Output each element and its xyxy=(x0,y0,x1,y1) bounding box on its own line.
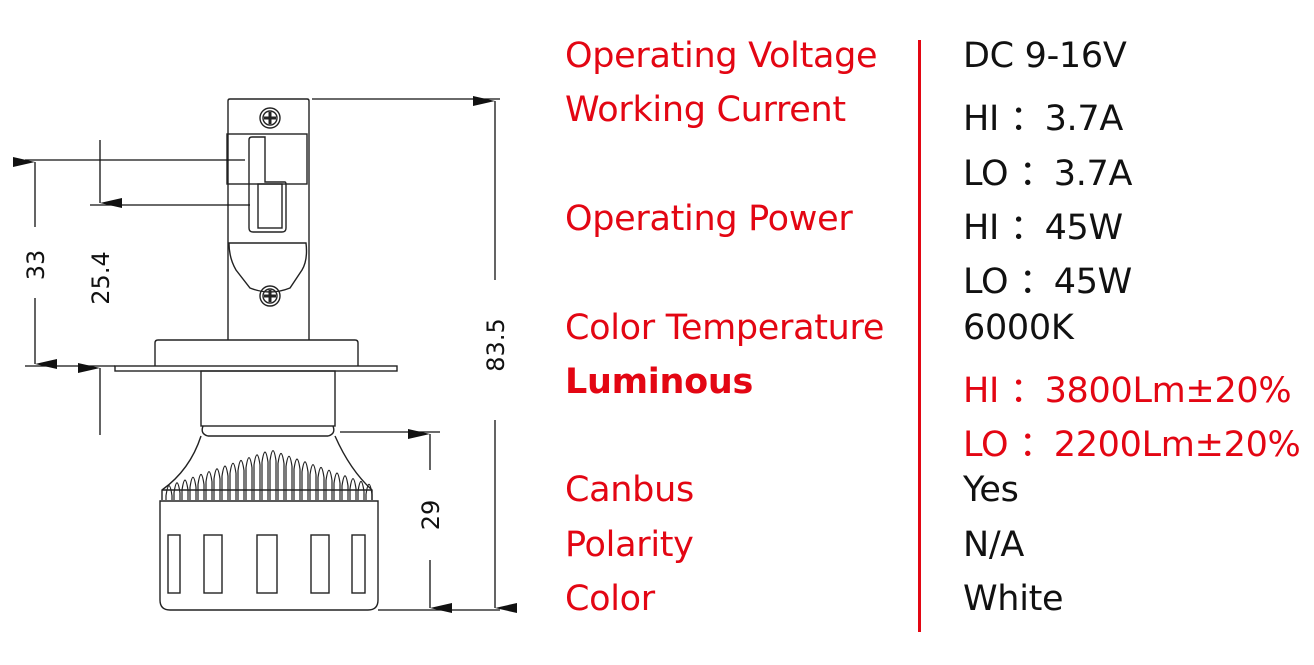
spec-row: Color Temperature 6000K xyxy=(0,308,1314,362)
heatsink-fin xyxy=(253,454,261,500)
dimension-29: 29 xyxy=(417,500,445,531)
dimension-33: 33 xyxy=(22,250,50,281)
heatsink-fin xyxy=(205,471,213,500)
heatsink-fin xyxy=(237,459,245,500)
spec-value: N/A xyxy=(963,524,1025,565)
spec-row: LO ：2200Lm±20% xyxy=(0,416,1314,470)
spec-row: Operating Voltage DC 9-16V xyxy=(0,36,1314,90)
spec-label: Color Temperature xyxy=(565,307,885,348)
column-divider xyxy=(918,40,921,632)
screw-icon xyxy=(259,107,281,129)
heatsink-fin xyxy=(165,485,173,500)
heatsink-fin xyxy=(301,461,309,500)
heatsink-fin xyxy=(325,469,333,500)
spec-value: DC 9-16V xyxy=(963,36,1127,76)
spec-row: LO ：3.7A xyxy=(0,145,1314,199)
heatsink-fin xyxy=(173,482,181,500)
spec-label: Luminous xyxy=(565,361,753,402)
spec-row: Polarity N/A xyxy=(0,525,1314,579)
bulb-technical-drawing: 33 25.4 83.5 29 xyxy=(13,96,517,613)
heatsink-fin xyxy=(333,472,341,500)
spec-label: Color xyxy=(565,579,655,619)
heatsink-fin xyxy=(269,450,277,500)
spec-row: Canbus Yes xyxy=(0,470,1314,524)
heatsink-fin xyxy=(181,479,189,500)
heatsink-fin xyxy=(221,465,229,500)
spec-label: Canbus xyxy=(565,470,694,511)
screw-icon xyxy=(259,285,281,307)
spec-row: Operating Power HI ：45W xyxy=(0,199,1314,253)
bulb-outline xyxy=(114,98,398,500)
heatsink-fin xyxy=(261,451,269,500)
spec-row: LO ：45W xyxy=(0,253,1314,307)
heatsink-fin xyxy=(357,480,365,500)
heatsink-fin xyxy=(293,458,301,500)
heatsink-fins xyxy=(165,450,373,500)
heatsink-fin xyxy=(317,466,325,500)
spec-value: LO ：3.7A xyxy=(963,153,1133,194)
heatsink-fin xyxy=(197,473,205,500)
heatsink-fin xyxy=(277,452,285,500)
heatsink-fin xyxy=(341,475,349,500)
heatsink-fin xyxy=(229,462,237,500)
heatsink-fin xyxy=(213,468,221,500)
spec-label: Operating Voltage xyxy=(565,36,878,76)
spec-value: 6000K xyxy=(963,307,1074,348)
spec-value: HI ：45W xyxy=(963,207,1123,248)
spec-value: LO ：2200Lm±20% xyxy=(963,425,1301,466)
spec-value: LO ：45W xyxy=(963,262,1132,303)
spec-label: Polarity xyxy=(565,524,694,565)
spec-label: Operating Power xyxy=(565,198,853,239)
spec-row: Working Current HI ：3.7A xyxy=(0,90,1314,144)
heatsink-fin xyxy=(309,464,317,500)
dimension-lines xyxy=(13,96,517,613)
spec-row: Luminous HI ：3800Lm±20% xyxy=(0,362,1314,416)
dimension-25-4: 25.4 xyxy=(87,251,115,304)
spec-value: HI ：3.7A xyxy=(963,99,1123,140)
spec-value: White xyxy=(963,579,1064,619)
heatsink-fin xyxy=(349,478,357,500)
spec-label: Working Current xyxy=(565,90,846,131)
heatsink-fin xyxy=(189,476,197,500)
heatsink-fin xyxy=(365,483,373,500)
bulb-base xyxy=(159,500,379,611)
heatsink-fin xyxy=(245,457,253,500)
spec-row: Color White xyxy=(0,579,1314,633)
heatsink-fin xyxy=(285,455,293,500)
dimension-83-5: 83.5 xyxy=(482,318,510,371)
spec-value: Yes xyxy=(963,470,1019,511)
spec-value: HI ：3800Lm±20% xyxy=(963,370,1292,411)
